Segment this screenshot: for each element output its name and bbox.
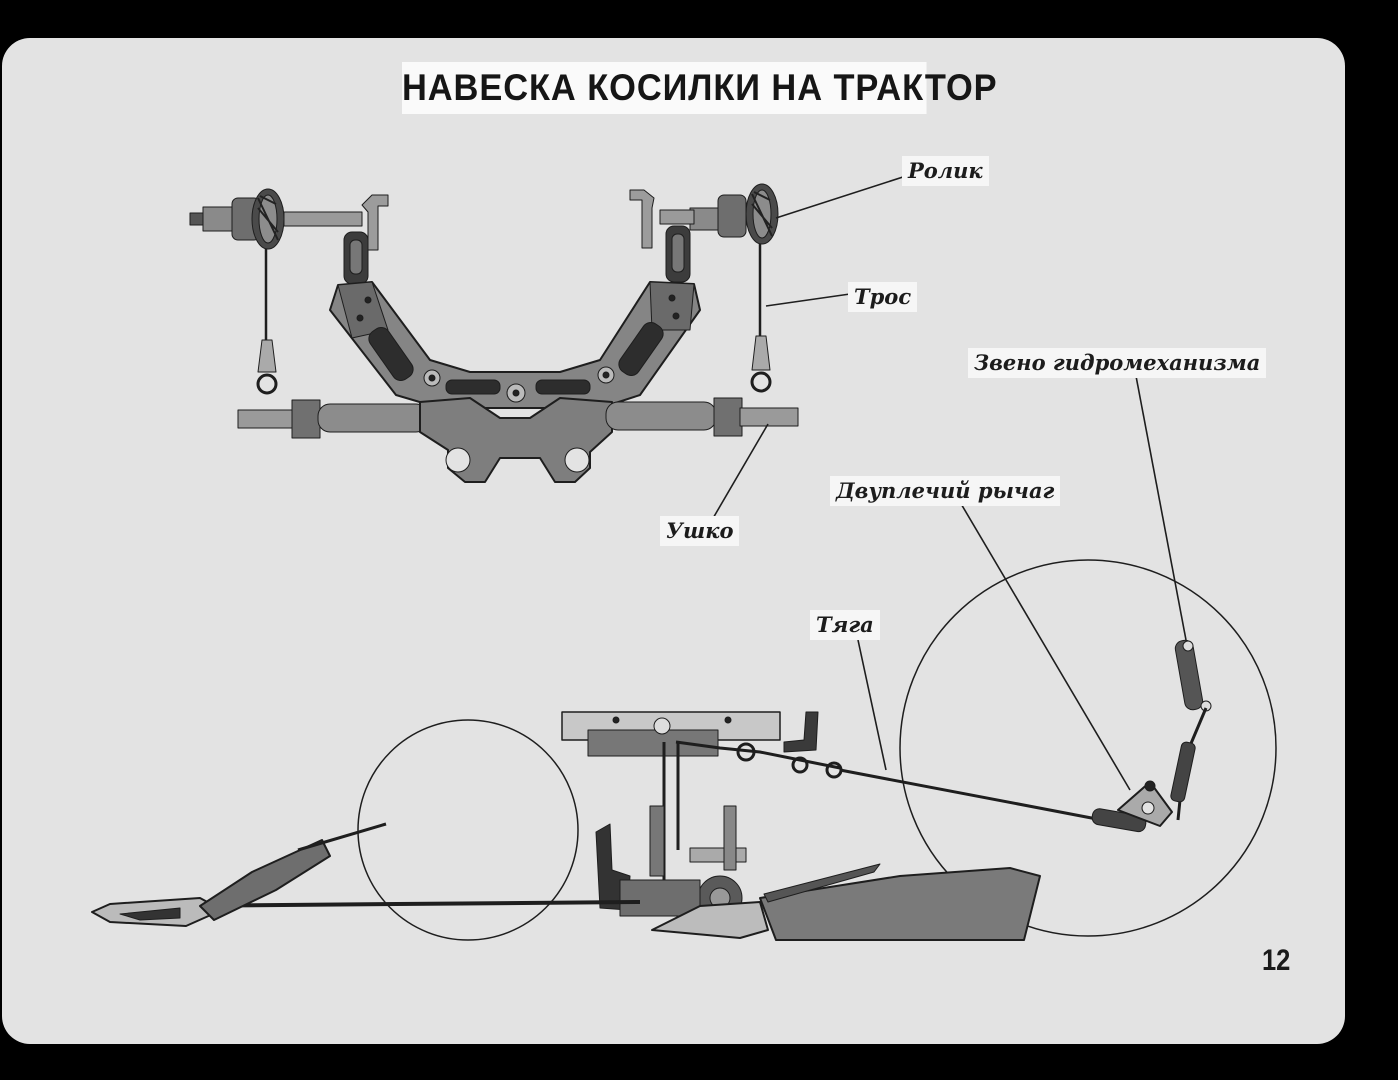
hitch-top-view — [189, 183, 799, 483]
label-hydraulic-link: Звено гидромеханизма — [968, 348, 1267, 378]
right-roller — [745, 183, 779, 245]
leader-lines-bottom — [857, 375, 1187, 791]
lower-crossbar — [237, 397, 799, 483]
slide-title: НАВЕСКА КОСИЛКИ НА ТРАКТОР — [402, 62, 997, 114]
label-pull-rod: Тяга — [810, 610, 880, 640]
rear-wheel-outline — [899, 559, 1277, 937]
label-cable: Трос — [848, 282, 918, 312]
left-roller — [251, 188, 285, 250]
mower-side-view — [91, 559, 1277, 941]
leader-lines-top — [711, 175, 907, 521]
front-wheel-outline — [357, 719, 579, 941]
page-number: 12 — [1262, 944, 1291, 977]
label-eyelet: Ушко — [660, 516, 740, 546]
label-roller: Ролик — [902, 156, 989, 186]
label-double-arm-lever: Двуплечий рычаг — [830, 476, 1061, 506]
